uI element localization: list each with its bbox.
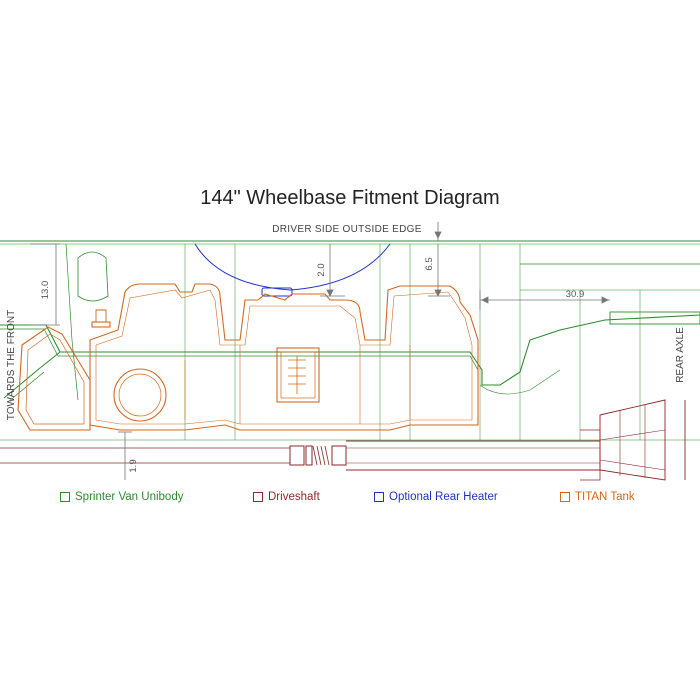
driver-side-label: DRIVER SIDE OUTSIDE EDGE xyxy=(272,224,421,235)
legend-swatch-icon xyxy=(253,492,263,502)
legend-label: Driveshaft xyxy=(268,491,320,503)
rear-axle-label: REAR AXLE xyxy=(675,327,686,383)
dimension-1-9: 1.9 xyxy=(128,459,139,472)
legend-swatch-icon xyxy=(60,492,70,502)
driveshaft xyxy=(0,399,686,481)
legend-item-unibody: Sprinter Van Unibody xyxy=(60,489,183,505)
dimension-30-9: 30.9 xyxy=(566,289,585,300)
legend-label: TITAN Tank xyxy=(575,491,635,503)
dimension-6-5: 6.5 xyxy=(424,257,435,270)
dimension-13: 13.0 xyxy=(40,281,51,300)
legend-item-rear-heater: Optional Rear Heater xyxy=(374,489,498,505)
dimension-2-0: 2.0 xyxy=(316,263,327,276)
legend-label: Optional Rear Heater xyxy=(389,491,498,503)
dimension-lines xyxy=(30,222,610,480)
towards-front-label: TOWARDS THE FRONT xyxy=(6,310,17,420)
unibody-frame xyxy=(0,240,700,441)
legend-swatch-icon xyxy=(560,492,570,502)
legend-label: Sprinter Van Unibody xyxy=(75,491,184,503)
diagram-title: 144" Wheelbase Fitment Diagram xyxy=(200,187,500,209)
legend-item-driveshaft: Driveshaft xyxy=(253,489,320,505)
legend-item-titan-tank: TITAN Tank xyxy=(560,489,635,505)
titan-tank xyxy=(17,283,479,431)
rear-heater xyxy=(194,243,391,297)
legend-swatch-icon xyxy=(374,492,384,502)
